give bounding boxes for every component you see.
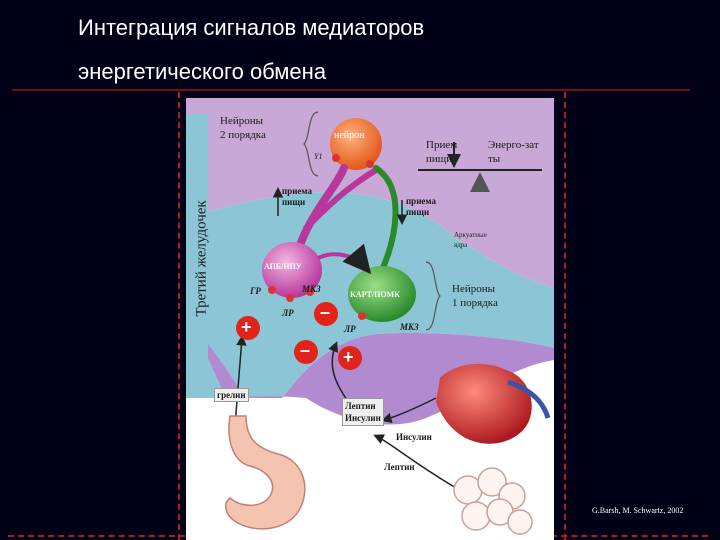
y1-receptor [332, 154, 340, 162]
upper-region [186, 98, 554, 288]
title-rule [12, 89, 690, 91]
plus-left-sign: + [241, 317, 252, 337]
lr-right-label: ЛР [344, 324, 356, 334]
mk3-receptor-left [306, 288, 314, 296]
brace-1st-order [425, 261, 441, 331]
signal-integration-figure: Третий желудочек Нейроны 2 порядка нейро… [186, 98, 554, 540]
minus-badge-left [294, 340, 318, 364]
intake-increase-label: приема пищи [282, 186, 312, 207]
cart-axon [373, 165, 399, 273]
leptin-label: Лептин [384, 462, 415, 472]
title-line-1: Интеграция сигналов медиаторов [78, 15, 425, 40]
balance-scale [418, 142, 542, 192]
slide-title: Интеграция сигналов медиаторов энергетич… [78, 6, 678, 94]
second-order-neurons-label: Нейроны 2 порядка [220, 115, 266, 141]
first-order-neurons-label: Нейроны 1 порядка [452, 283, 498, 309]
plus-badge-left [236, 316, 260, 340]
figure-artwork [186, 98, 554, 535]
ventricle-strip [186, 114, 226, 398]
pancreas [436, 363, 532, 444]
mk3-right-label: МК3 [400, 322, 419, 332]
credit-text: G.Barsh, M. Schwartz, 2002 [592, 506, 684, 515]
cart-pomc-label: КАРТ/ПОМК [350, 290, 400, 299]
stomach [225, 415, 306, 530]
lr-left-label: ЛР [282, 308, 294, 318]
plus-badge-right [338, 346, 362, 370]
title-line-2: энергетического обмена [78, 59, 327, 84]
ghrelin-label: грелин [214, 388, 249, 402]
third-ventricle-label: Третий желудочек [193, 200, 210, 317]
lr-receptor-right [358, 312, 366, 320]
leptin-path [373, 434, 457, 489]
y1-label: Y1 [314, 152, 323, 161]
mk3-receptor-right [366, 160, 374, 168]
neuron-label: нейрон [334, 130, 365, 141]
plus-right-sign: + [343, 347, 354, 367]
insulin-label: Инсулин [396, 432, 432, 442]
brace-2nd-order [303, 111, 319, 177]
agrp-npy-neuron [262, 242, 322, 298]
second-order-neuron [330, 118, 382, 170]
minus-right-sign: – [320, 302, 331, 322]
food-intake-label: Прием пищи [426, 139, 458, 165]
energy-expenditure-label: Энерго-зат ты [488, 139, 539, 165]
leptin-insulin-label: Лептин Инсулин [342, 398, 384, 426]
intake-decrease-label: приема пищи [406, 196, 436, 217]
mk3-left-label: МК3 [302, 284, 321, 294]
arcuate-nuclei-label: Аркуатные ядра [454, 231, 487, 249]
lr-receptor-left [286, 294, 294, 302]
gr-receptor [268, 286, 276, 294]
agrp-npy-label: АПБ/НПУ [264, 262, 302, 271]
pancreas-duct [507, 379, 551, 419]
gr-label: ГР [250, 286, 261, 296]
left-guide-line [178, 92, 180, 540]
cart-pomc-neuron [348, 266, 416, 322]
right-guide-line [564, 92, 566, 540]
inhibition-link [317, 243, 372, 275]
minus-badge-right [314, 302, 338, 326]
agrp-branch [303, 167, 379, 231]
insulin-path [381, 397, 437, 423]
minus-left-sign: – [300, 340, 311, 360]
adipose-tissue [453, 467, 533, 535]
